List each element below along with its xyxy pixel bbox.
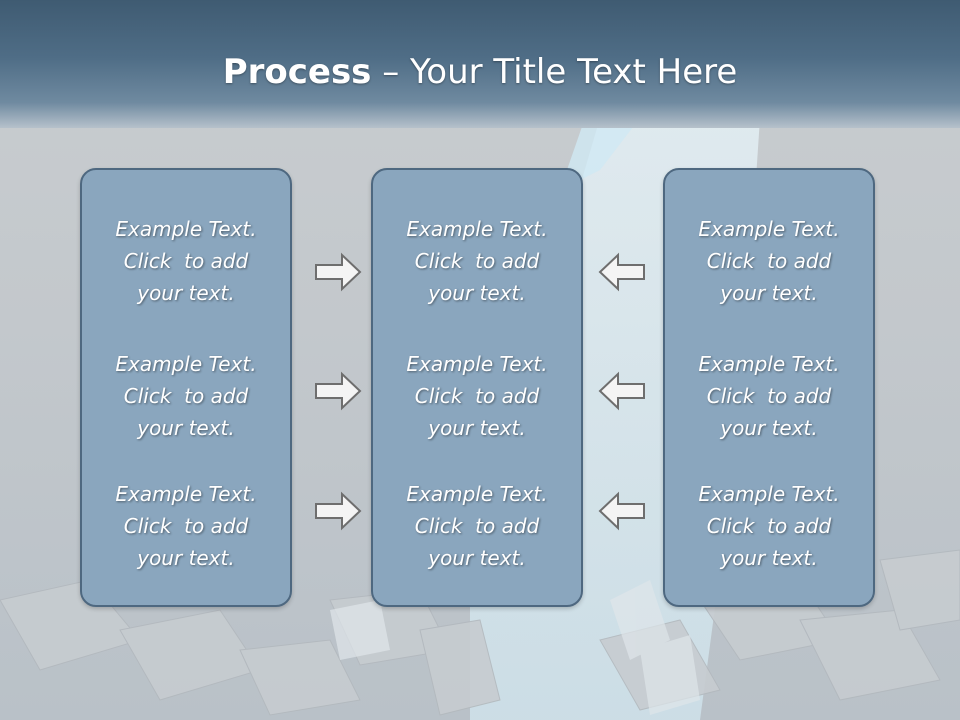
text-block[interactable]: Example Text. Click to add your text.	[82, 213, 290, 309]
center-panel[interactable]: Example Text. Click to add your text. Ex…	[371, 168, 583, 607]
text-line: Click to add	[706, 514, 832, 538]
text-line: Example Text.	[698, 482, 840, 506]
title-rest: – Your Title Text Here	[371, 52, 738, 92]
text-line: Click to add	[706, 249, 832, 273]
text-block[interactable]: Example Text. Click to add your text.	[82, 348, 290, 444]
text-line: Example Text.	[698, 217, 840, 241]
text-line: Example Text.	[698, 352, 840, 376]
text-line: your text.	[428, 416, 526, 440]
text-line: Example Text.	[115, 482, 257, 506]
text-line: Example Text.	[406, 482, 548, 506]
text-line: your text.	[720, 416, 818, 440]
text-line: Example Text.	[406, 352, 548, 376]
title-strong: Process	[222, 52, 372, 92]
text-line: Click to add	[706, 384, 832, 408]
left-arrow-icon	[598, 252, 645, 292]
right-arrow-icon	[315, 252, 362, 292]
text-line: Click to add	[414, 384, 540, 408]
text-block[interactable]: Example Text. Click to add your text.	[665, 213, 873, 309]
text-line: Click to add	[123, 249, 249, 273]
text-line: Example Text.	[115, 217, 257, 241]
text-block[interactable]: Example Text. Click to add your text.	[373, 478, 581, 574]
text-line: your text.	[428, 546, 526, 570]
text-line: your text.	[137, 416, 235, 440]
text-block[interactable]: Example Text. Click to add your text.	[373, 213, 581, 309]
text-block[interactable]: Example Text. Click to add your text.	[373, 348, 581, 444]
text-line: your text.	[137, 546, 235, 570]
text-line: Click to add	[414, 249, 540, 273]
text-line: Example Text.	[406, 217, 548, 241]
text-line: your text.	[428, 281, 526, 305]
title-bar	[0, 0, 960, 128]
left-arrow-icon	[598, 491, 645, 531]
text-block[interactable]: Example Text. Click to add your text.	[665, 478, 873, 574]
text-line: Example Text.	[115, 352, 257, 376]
text-line: Click to add	[414, 514, 540, 538]
right-panel[interactable]: Example Text. Click to add your text. Ex…	[663, 168, 875, 607]
right-arrow-icon	[315, 491, 362, 531]
text-line: Click to add	[123, 384, 249, 408]
text-block[interactable]: Example Text. Click to add your text.	[82, 478, 290, 574]
left-panel[interactable]: Example Text. Click to add your text. Ex…	[80, 168, 292, 607]
left-arrow-icon	[598, 371, 645, 411]
text-line: your text.	[720, 546, 818, 570]
slide-title[interactable]: Process – Your Title Text Here	[0, 52, 960, 92]
text-block[interactable]: Example Text. Click to add your text.	[665, 348, 873, 444]
text-line: Click to add	[123, 514, 249, 538]
text-line: your text.	[137, 281, 235, 305]
right-arrow-icon	[315, 371, 362, 411]
text-line: your text.	[720, 281, 818, 305]
